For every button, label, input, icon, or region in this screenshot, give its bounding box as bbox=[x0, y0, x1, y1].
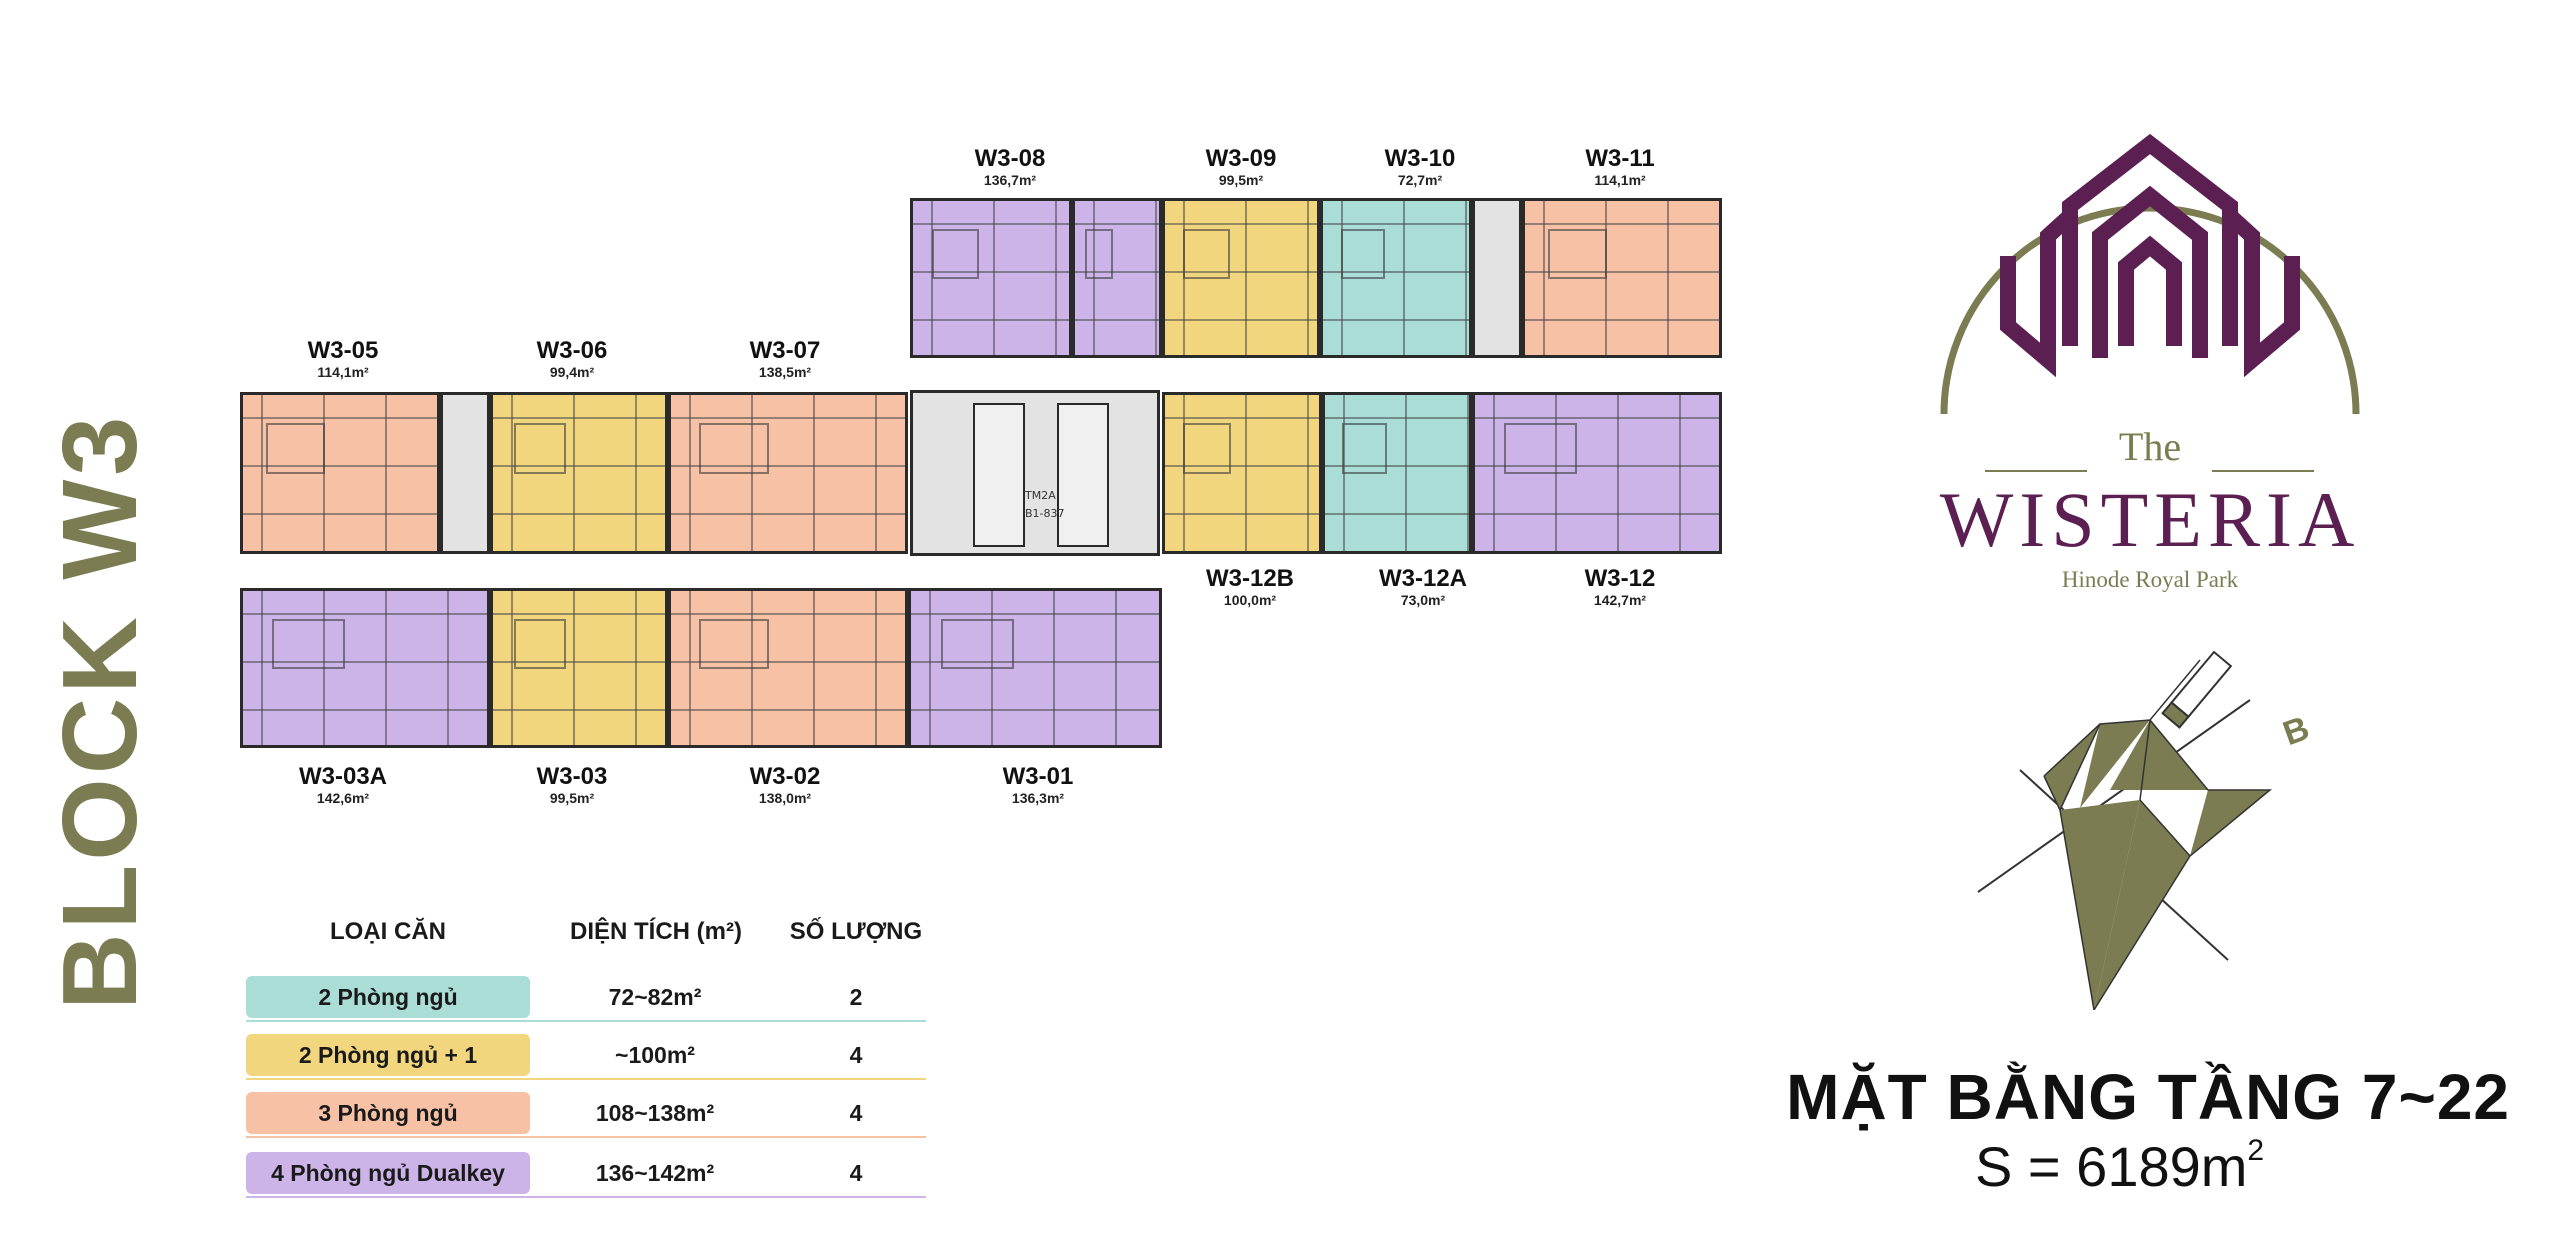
compass-icon bbox=[1977, 650, 2273, 1010]
unit-area: 72,7m² bbox=[1397, 172, 1443, 188]
apartment-w3-11[interactable] bbox=[1522, 198, 1722, 358]
legend-divider bbox=[246, 1078, 926, 1080]
apartment-w3-02[interactable] bbox=[668, 588, 908, 748]
plan-area-sup: 2 bbox=[2247, 1134, 2265, 1167]
unit-label-w3-01: W3-01 136,3m² bbox=[928, 763, 1148, 807]
unit-label-w3-11: W3-11 114,1m² bbox=[1510, 145, 1730, 189]
unit-area: 138,0m² bbox=[758, 790, 812, 806]
brand-rule-left bbox=[1985, 470, 2087, 472]
legend-row-area: ~100m² bbox=[615, 1042, 695, 1068]
unit-name: W3-03 bbox=[536, 763, 608, 790]
plan-title: MẶT BẰNG TẦNG 7~22 bbox=[1786, 1061, 2510, 1133]
legend-row-area: 72~82m² bbox=[608, 984, 702, 1010]
legend-row-type: 2 Phòng ngủ + 1 bbox=[246, 1034, 530, 1076]
apartment-w3-05[interactable] bbox=[240, 392, 440, 554]
legend-row-area: 108~138m² bbox=[595, 1100, 715, 1126]
unit-label-w3-03a: W3-03A 142,6m² bbox=[233, 763, 453, 807]
legend-divider bbox=[246, 1136, 926, 1138]
plan-area: S = 6189m2 bbox=[1975, 1134, 2264, 1199]
legend-row-type: 4 Phòng ngủ Dualkey bbox=[246, 1152, 530, 1194]
unit-area: 136,3m² bbox=[1011, 790, 1065, 806]
apartment-w3-09[interactable] bbox=[1162, 198, 1320, 358]
unit-name: W3-12 bbox=[1584, 565, 1656, 592]
unit-name: W3-11 bbox=[1585, 145, 1655, 172]
elevator-shaft bbox=[973, 403, 1025, 547]
unit-area: 142,7m² bbox=[1593, 592, 1647, 608]
apartment-w3-12b[interactable] bbox=[1162, 392, 1322, 554]
apartment-w3-10[interactable] bbox=[1320, 198, 1472, 358]
unit-label-w3-07: W3-07 138,5m² bbox=[675, 337, 895, 381]
core-label: B1-837 bbox=[1025, 507, 1065, 520]
apartment-w3-08-b[interactable] bbox=[1072, 198, 1162, 358]
apartment-w3-12[interactable] bbox=[1472, 392, 1722, 554]
unit-area: 99,4m² bbox=[549, 364, 595, 380]
unit-label-w3-02: W3-02 138,0m² bbox=[675, 763, 895, 807]
legend-row-type: 3 Phòng ngủ bbox=[246, 1092, 530, 1134]
core-label: TM2A bbox=[1025, 489, 1056, 502]
brand-rule-right bbox=[2212, 470, 2314, 472]
unit-label-w3-05: W3-05 114,1m² bbox=[233, 337, 453, 381]
unit-label-w3-12a: W3-12A 73,0m² bbox=[1313, 565, 1533, 609]
unit-name: W3-01 bbox=[1002, 763, 1074, 790]
apartment-w3-06[interactable] bbox=[490, 392, 668, 554]
legend-divider bbox=[246, 1020, 926, 1022]
stair-core-right bbox=[1472, 198, 1522, 358]
plan-area-value: S = 6189m bbox=[1975, 1135, 2248, 1198]
legend-row-type: 2 Phòng ngủ bbox=[246, 976, 530, 1018]
unit-name: W3-08 bbox=[974, 145, 1046, 172]
brand-subtitle: Hinode Royal Park bbox=[2061, 567, 2239, 592]
block-label: BLOCK W3 bbox=[41, 412, 159, 1010]
elevator-shaft bbox=[1057, 403, 1109, 547]
legend-divider bbox=[246, 1196, 926, 1198]
unit-area: 136,7m² bbox=[983, 172, 1037, 188]
apartment-w3-07[interactable] bbox=[668, 392, 908, 554]
apartment-w3-03[interactable] bbox=[490, 588, 668, 748]
apartment-w3-03a[interactable] bbox=[240, 588, 490, 748]
central-core: TM2A B1-837 bbox=[910, 390, 1160, 556]
apartment-w3-01[interactable] bbox=[908, 588, 1162, 748]
unit-area: 99,5m² bbox=[549, 790, 595, 806]
unit-label-w3-12: W3-12 142,7m² bbox=[1510, 565, 1730, 609]
unit-label-w3-09: W3-09 99,5m² bbox=[1131, 145, 1351, 189]
legend-row-count: 2 bbox=[849, 984, 863, 1010]
legend-header-type: LOẠI CĂN bbox=[330, 918, 446, 945]
unit-area: 142,6m² bbox=[316, 790, 370, 806]
unit-area: 99,5m² bbox=[1218, 172, 1264, 188]
unit-name: W3-12A bbox=[1378, 565, 1468, 592]
stair-core-left bbox=[440, 392, 490, 554]
unit-area: 100,0m² bbox=[1223, 592, 1277, 608]
wisteria-logo-mark bbox=[1940, 133, 2360, 415]
unit-name: W3-05 bbox=[307, 337, 379, 364]
apartment-w3-12a[interactable] bbox=[1322, 392, 1472, 554]
unit-label-w3-10: W3-10 72,7m² bbox=[1310, 145, 1530, 189]
unit-area: 114,1m² bbox=[317, 364, 369, 380]
unit-name: W3-12B bbox=[1205, 565, 1295, 592]
legend-header-count: SỐ LƯỢNG bbox=[789, 918, 923, 945]
legend-row-count: 4 bbox=[849, 1042, 863, 1068]
legend-header-area: DIỆN TÍCH (m²) bbox=[570, 918, 742, 945]
apartment-w3-08[interactable] bbox=[910, 198, 1072, 358]
unit-name: W3-09 bbox=[1205, 145, 1277, 172]
unit-area: 114,1m² bbox=[1594, 172, 1646, 188]
unit-name: W3-03A bbox=[298, 763, 388, 790]
unit-name: W3-02 bbox=[749, 763, 821, 790]
legend-row-area: 136~142m² bbox=[595, 1160, 715, 1186]
unit-area: 138,5m² bbox=[758, 364, 812, 380]
legend-row-count: 4 bbox=[849, 1160, 863, 1186]
unit-label-w3-06: W3-06 99,4m² bbox=[462, 337, 682, 381]
unit-area: 73,0m² bbox=[1400, 592, 1446, 608]
unit-label-w3-03: W3-03 99,5m² bbox=[462, 763, 682, 807]
brand-the: The bbox=[2118, 424, 2182, 469]
brand-name: WISTERIA bbox=[1939, 476, 2361, 563]
unit-name: W3-07 bbox=[749, 337, 821, 364]
unit-name: W3-10 bbox=[1384, 145, 1456, 172]
unit-label-w3-08: W3-08 136,7m² bbox=[900, 145, 1120, 189]
unit-label-w3-12b: W3-12B 100,0m² bbox=[1140, 565, 1360, 609]
legend-row-count: 4 bbox=[849, 1100, 863, 1126]
unit-name: W3-06 bbox=[536, 337, 608, 364]
